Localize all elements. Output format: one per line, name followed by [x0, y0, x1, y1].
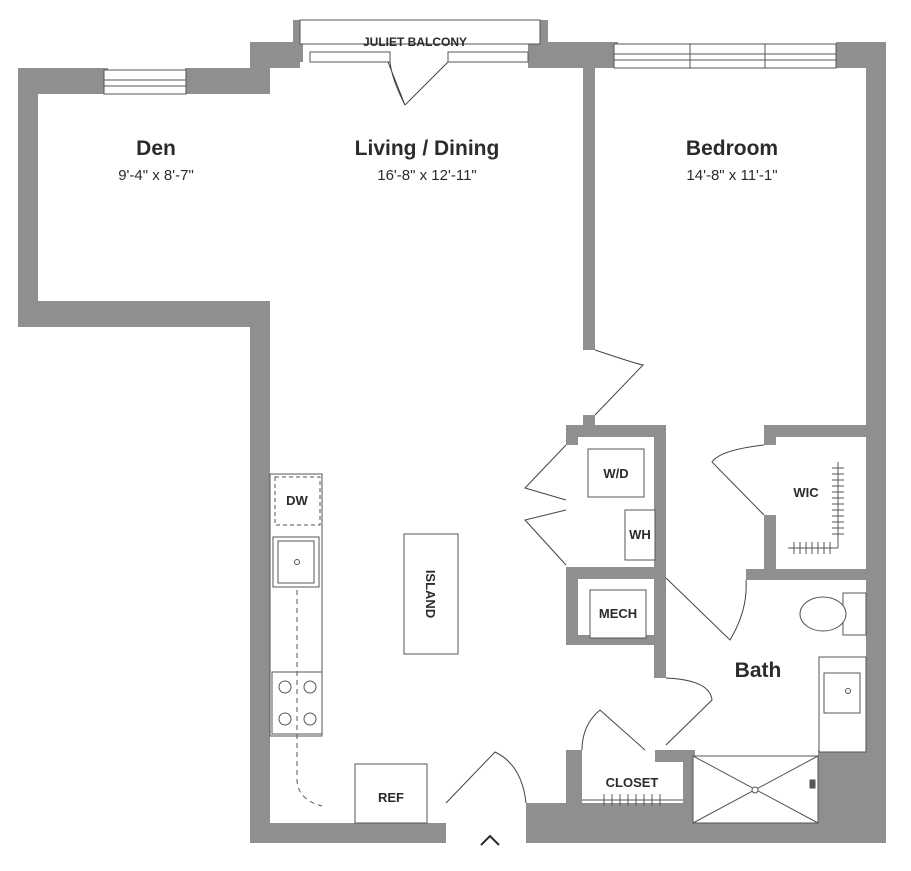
- kitchen-sink: [272, 536, 320, 588]
- wall-top-mid: [528, 42, 618, 68]
- sink-drain: [294, 559, 300, 565]
- water-heater: [624, 509, 656, 561]
- wall-kitchen-left: [250, 301, 270, 843]
- wall-laundry-stub: [566, 425, 578, 445]
- window-balcony-left: [309, 51, 391, 63]
- wall-den-top-left: [18, 68, 108, 94]
- burner-4: [303, 712, 317, 726]
- label-ref: REF: [378, 790, 404, 805]
- burner-2: [303, 680, 317, 694]
- room-dims-bedroom: 14'-8" x 11'-1": [686, 167, 777, 184]
- shower-head: [809, 779, 816, 789]
- windows: [103, 43, 837, 95]
- refrigerator: [354, 763, 428, 824]
- window-den: [103, 69, 187, 95]
- label-dw: DW: [286, 493, 308, 508]
- door-balcony: [387, 61, 406, 106]
- label-closet: CLOSET: [606, 775, 659, 790]
- wall-laundry-mid: [566, 567, 666, 579]
- door-wd-lower: [524, 509, 567, 566]
- room-dims-den: 9'-4" x 8'-7": [118, 167, 194, 184]
- label-mech: MECH: [599, 606, 637, 621]
- wall-bath-left: [654, 640, 666, 678]
- juliet-balcony-rail: [299, 19, 541, 45]
- wall-bottom-corner: [818, 750, 886, 843]
- wall-bottom-left: [250, 823, 446, 843]
- wall-mech-bottom: [566, 635, 666, 645]
- closet-rod: [582, 794, 683, 806]
- wall-divider-stub: [583, 415, 595, 437]
- wall-den-left: [18, 68, 38, 327]
- door-balcony-2: [404, 61, 449, 106]
- wic-shelving: [788, 462, 839, 549]
- wall-balcony-left: [293, 20, 303, 62]
- kitchen-counter: [269, 473, 323, 737]
- chevron-up-icon: [480, 834, 500, 846]
- label-wic: WIC: [793, 485, 819, 500]
- burner-1: [278, 680, 292, 694]
- wall-closet-right: [683, 750, 695, 843]
- room-name-den: Den: [136, 137, 176, 160]
- room-name-living: Living / Dining: [355, 137, 500, 160]
- counter-dashed-line: [296, 590, 323, 807]
- wall-wic-left-low: [764, 515, 776, 580]
- door-bath: [665, 577, 747, 641]
- wic-hangers: [793, 467, 844, 554]
- burner-3: [278, 712, 292, 726]
- wall-wic-left: [764, 425, 776, 445]
- doors: [387, 61, 765, 804]
- wall-laundry-right: [654, 425, 666, 675]
- shower-drain: [751, 786, 759, 794]
- wall-divider: [583, 42, 595, 350]
- laundry: [587, 448, 656, 639]
- wall-right: [866, 42, 886, 843]
- bath-sink: [823, 672, 861, 714]
- toilet-bowl: [799, 596, 847, 632]
- island: [403, 533, 459, 655]
- mech-unit: [589, 589, 647, 639]
- wall-den-bottom: [18, 301, 270, 327]
- wall-laundry-top: [566, 425, 664, 437]
- door-wic: [711, 444, 765, 516]
- bath-sink-drain: [845, 688, 851, 694]
- door-wd-upper: [524, 444, 567, 501]
- window-bedroom: [613, 43, 837, 69]
- label-island: ISLAND: [423, 570, 438, 618]
- kitchen: [269, 473, 459, 824]
- wall-wic-top: [764, 425, 866, 437]
- room-dims-living: 16'-8" x 12'-11": [377, 167, 477, 184]
- label-juliet-balcony: JULIET BALCONY: [363, 35, 467, 49]
- wall-bath-top: [746, 569, 866, 580]
- door-closet: [581, 709, 646, 751]
- bath-fixtures: [692, 592, 867, 824]
- door-bedroom: [594, 349, 645, 416]
- wall-laundry-left: [566, 567, 578, 645]
- washer-dryer: [587, 448, 645, 498]
- label-wh: WH: [629, 527, 651, 542]
- room-name-bath: Bath: [735, 659, 782, 682]
- wall-closet-left: [566, 750, 582, 843]
- window-balcony-right: [447, 51, 529, 63]
- door-bath-lower: [665, 677, 713, 746]
- door-entry: [445, 751, 527, 804]
- wall-balcony-right: [538, 20, 548, 62]
- dishwasher: [274, 476, 321, 526]
- label-wd: W/D: [603, 466, 628, 481]
- room-name-bedroom: Bedroom: [686, 137, 778, 160]
- wall-top-b: [250, 42, 270, 94]
